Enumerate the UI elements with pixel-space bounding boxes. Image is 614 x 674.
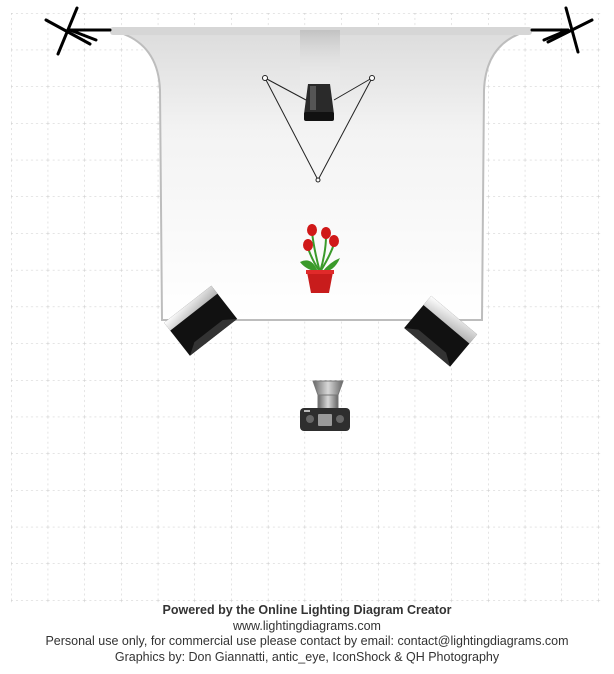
footer-license: Personal use only, for commercial use pl… <box>45 634 569 648</box>
c-stand-right[interactable] <box>530 6 594 54</box>
camera[interactable] <box>300 380 350 431</box>
c-stand-left[interactable] <box>44 6 112 56</box>
credits-footer: Powered by the Online Lighting Diagram C… <box>0 603 614 665</box>
red-tulips-in-pot[interactable] <box>300 224 340 293</box>
softbox-left[interactable] <box>164 285 238 356</box>
footer-credits: Graphics by: Don Giannatti, antic_eye, I… <box>114 649 500 664</box>
lighting-diagram <box>11 6 603 603</box>
footer-title: Powered by the Online Lighting Diagram C… <box>162 603 452 617</box>
background-light-on-stand[interactable] <box>262 30 375 183</box>
footer-url: www.lightingdiagrams.com <box>233 618 381 633</box>
softbox-right[interactable] <box>404 295 478 367</box>
